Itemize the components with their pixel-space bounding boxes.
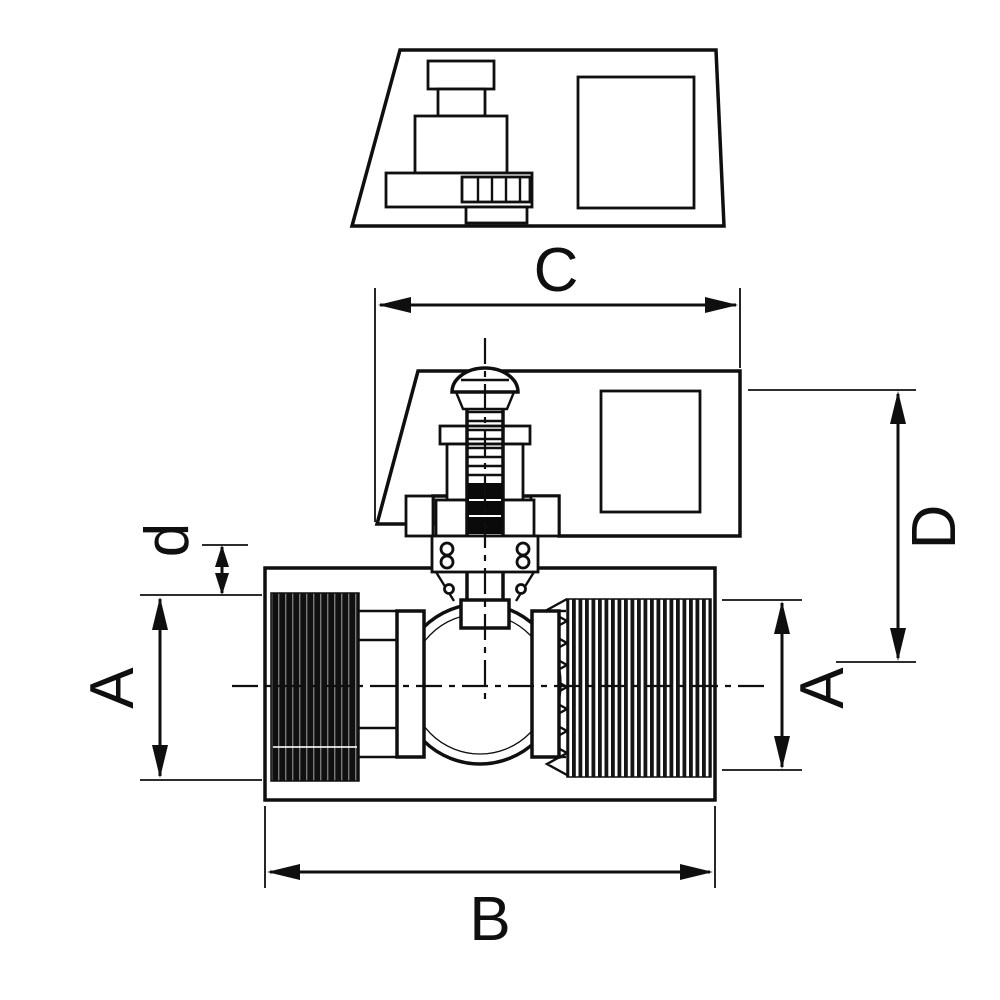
handle-grip-panel-top — [576, 75, 696, 210]
thread-female-right — [544, 597, 712, 778]
dim-label-c: C — [534, 236, 579, 305]
arrowhead-right — [705, 297, 738, 313]
seat-left — [395, 609, 426, 759]
handle-front — [374, 369, 742, 538]
arrowhead-left — [267, 864, 300, 880]
o-ring — [515, 554, 531, 570]
arrowhead-bottom — [152, 745, 168, 778]
dim-label-a-right: A — [788, 667, 857, 709]
dimension-a-right: A — [722, 599, 857, 771]
dimension-c: C — [374, 236, 741, 522]
front-view-valve — [232, 338, 768, 802]
arrowhead-top — [774, 601, 790, 634]
handle-grip-panel — [599, 389, 702, 514]
arrowhead-left — [378, 297, 411, 313]
dim-label-a-left: A — [78, 667, 147, 709]
arrowhead-top — [152, 597, 168, 630]
arrowhead-bottom — [774, 736, 790, 769]
dim-label-d-thread: d — [133, 523, 202, 557]
arrowhead-top — [890, 391, 906, 424]
top-view-handle — [349, 48, 726, 228]
arrowhead-right — [680, 864, 713, 880]
dimension-b: B — [264, 806, 716, 954]
o-ring — [439, 541, 455, 557]
dimension-a-left: A — [78, 594, 262, 781]
dimension-d-height: D — [748, 389, 969, 663]
arrowhead-top — [215, 545, 229, 567]
dim-label-b: B — [469, 885, 510, 954]
dim-label-d-height: D — [900, 505, 969, 550]
o-ring — [515, 541, 531, 557]
o-ring — [439, 554, 455, 570]
dimension-d-thread: d — [133, 523, 248, 595]
arrowhead-bottom — [890, 628, 906, 661]
seat-right — [530, 609, 561, 759]
centerlines — [232, 338, 768, 700]
arrowhead-bottom — [215, 573, 229, 595]
